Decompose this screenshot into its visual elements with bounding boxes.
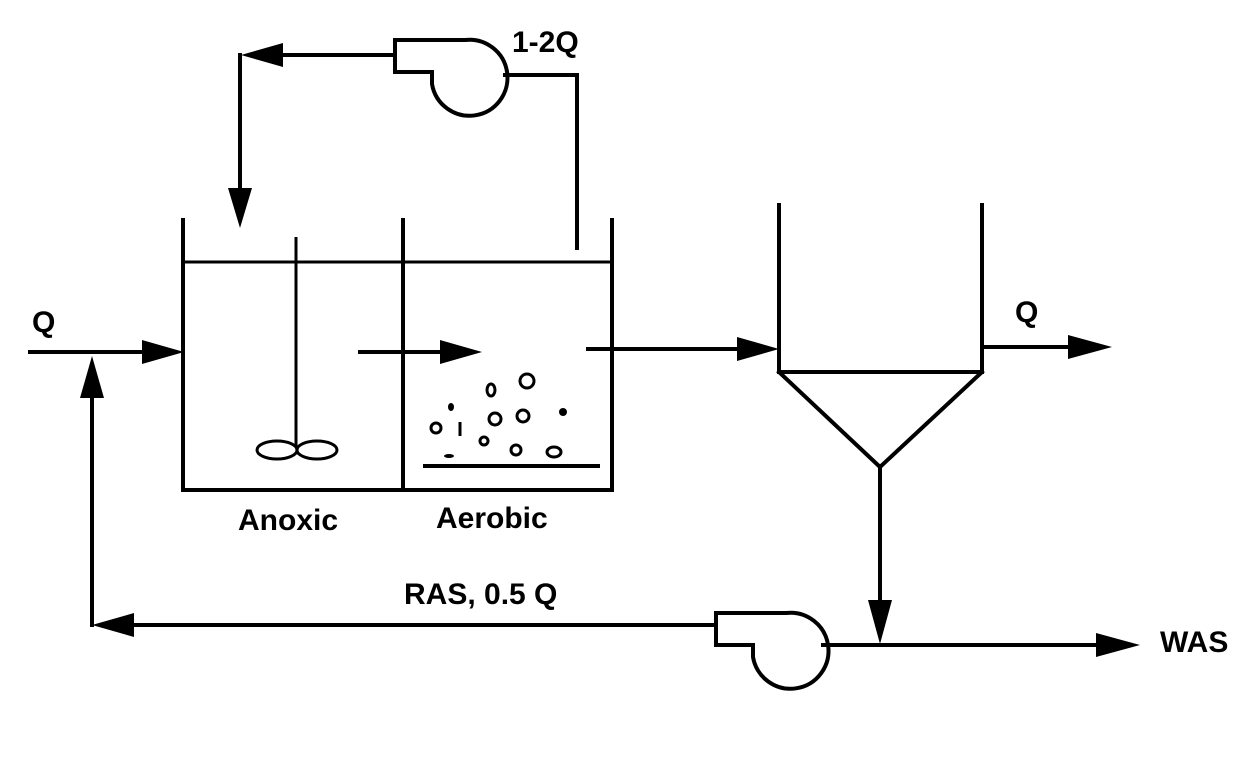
- influent-label: Q: [32, 306, 55, 339]
- ras-pump-icon: [714, 610, 831, 691]
- was-label: WAS: [1160, 626, 1228, 659]
- internal-recycle-pump-icon: [393, 37, 510, 118]
- aerobic-zone-label: Aerobic: [436, 502, 548, 535]
- zone-flow-arrow: [358, 340, 482, 364]
- ras-label: RAS, 0.5 Q: [404, 578, 557, 611]
- ras-return-arrowhead: [80, 356, 104, 398]
- ras-line: [80, 356, 718, 637]
- aeration-bubbles-icon: [423, 372, 600, 468]
- recycle-return-arrowhead: [228, 188, 252, 228]
- anoxic-zone-label: Anoxic: [238, 504, 338, 537]
- clarifier-underflow-line: [868, 465, 892, 644]
- effluent-label: Q: [1015, 296, 1038, 329]
- was-line: [821, 633, 1140, 657]
- mixer-icon: [255, 237, 339, 461]
- reactor-to-clarifier-line: [586, 337, 779, 361]
- internal-recycle-line: [228, 43, 579, 250]
- clarifier: [776, 203, 985, 470]
- internal-recycle-label: 1-2Q: [512, 26, 579, 59]
- influent-arrowhead: [142, 340, 184, 364]
- influent-line: [28, 340, 184, 364]
- effluent-line: [982, 335, 1112, 359]
- reactor-basin: [181, 218, 614, 492]
